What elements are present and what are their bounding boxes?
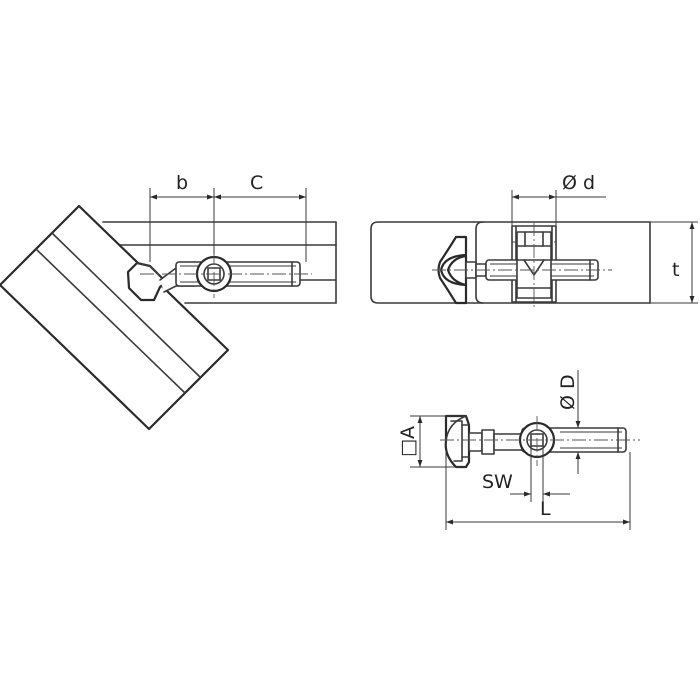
label-b: b	[176, 172, 188, 194]
left-view-angled-joint: b C	[0, 172, 337, 431]
dimension-D	[560, 370, 590, 474]
dimension-d	[511, 190, 606, 226]
left-profile-end	[370, 221, 475, 304]
dimension-b-c	[149, 188, 307, 262]
label-a: □A	[397, 426, 419, 457]
label-d: Ø d	[562, 172, 595, 194]
right-view-straight-joint: Ø d t	[370, 172, 698, 310]
connector-head	[444, 414, 471, 469]
dimension-t	[650, 221, 698, 304]
connector-angled	[126, 250, 312, 302]
dimension-sw	[510, 446, 570, 502]
bottom-view-connector: □A Ø D SW L	[397, 370, 640, 530]
label-l: L	[540, 498, 551, 520]
label-t: t	[672, 259, 679, 281]
connector-straight	[432, 222, 612, 310]
label-c: C	[250, 172, 263, 194]
angled-profile	[0, 204, 230, 431]
dimension-l	[445, 450, 631, 530]
label-sw: SW	[482, 471, 513, 493]
label-D: Ø D	[557, 374, 579, 410]
dimension-a	[410, 415, 466, 468]
